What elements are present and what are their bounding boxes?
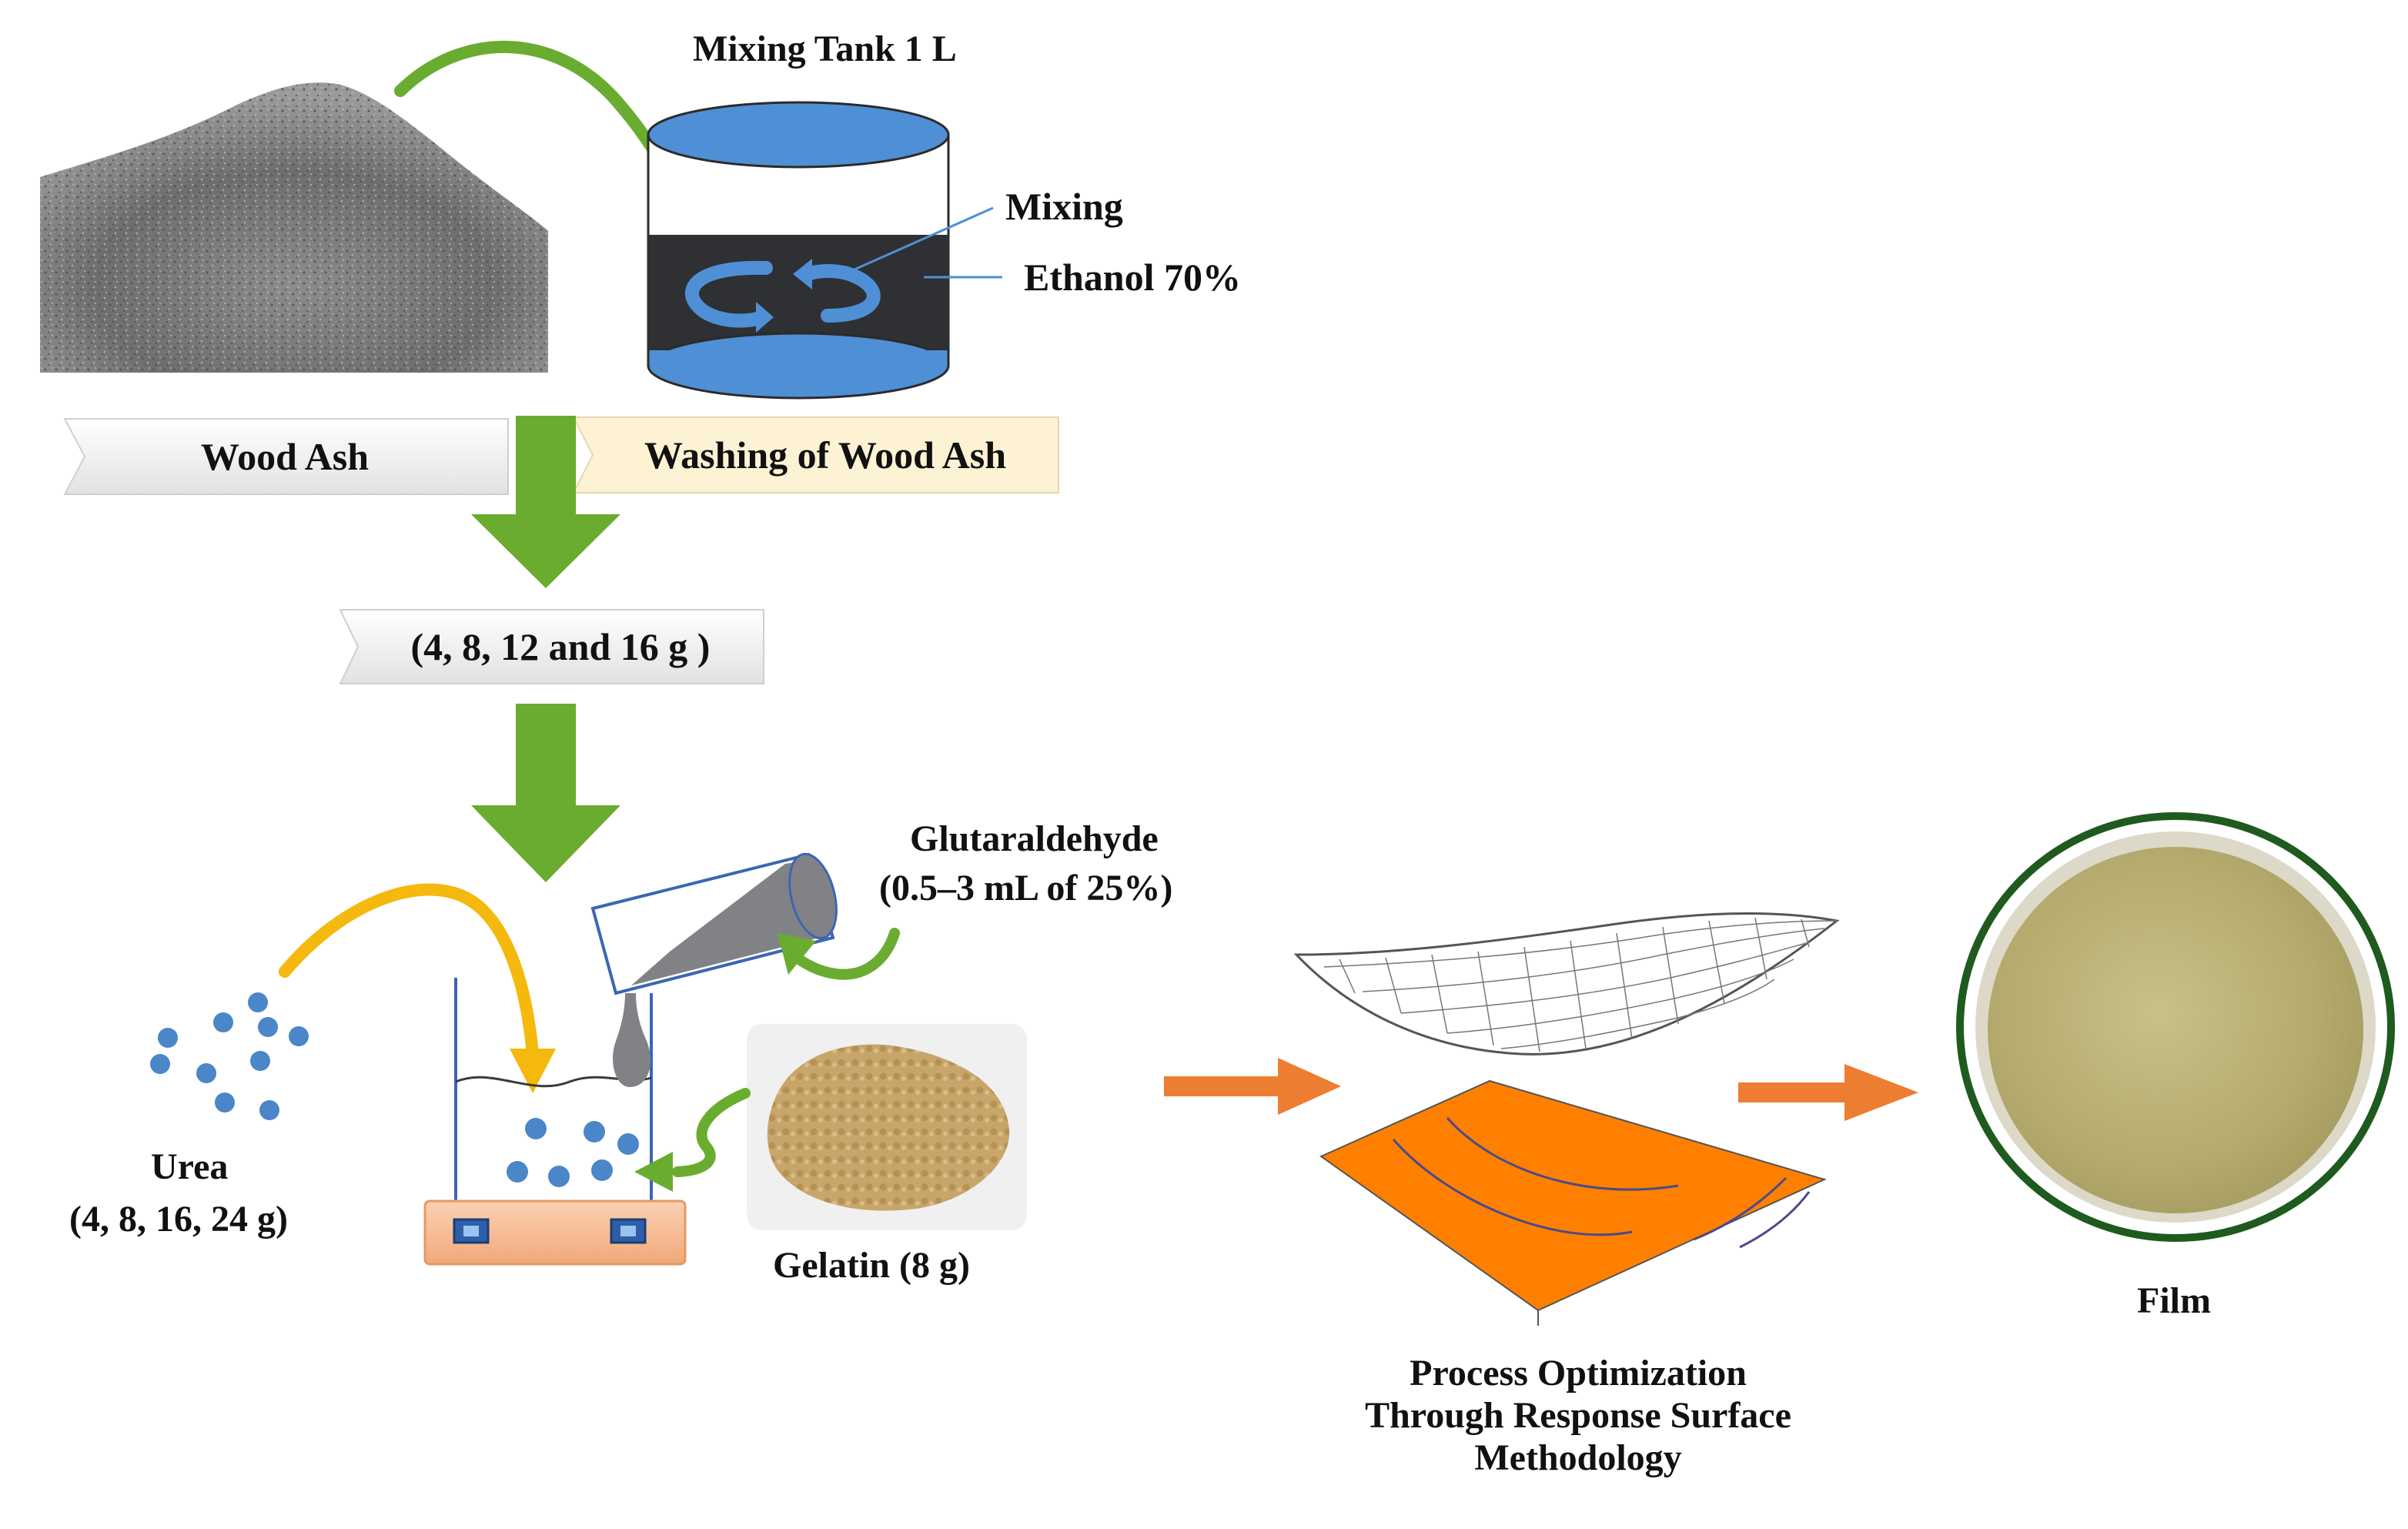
gelatin-label: Gelatin (8 g) xyxy=(773,1245,970,1286)
process-line-1: Process Optimization xyxy=(1410,1353,1747,1393)
green-curved-arrow-gelatin xyxy=(634,1088,751,1192)
urea-beads-icon xyxy=(150,992,309,1120)
petri-dish-film-image xyxy=(1956,812,2395,1242)
gelatin-granules-image xyxy=(747,1024,1027,1230)
green-down-arrow-1 xyxy=(471,416,620,588)
washing-banner-shape xyxy=(572,417,1059,493)
ash-pile-image xyxy=(40,46,548,373)
washing-banner: Washing of Wood Ash xyxy=(644,433,1007,477)
process-line-2: Through Response Surface xyxy=(1365,1395,1791,1437)
urea-amounts-label: (4, 8, 16, 24 g) xyxy=(69,1199,288,1240)
hot-plate-icon xyxy=(423,1199,687,1266)
yellow-curved-arrow-urea xyxy=(279,883,556,1093)
ethanol-label: Ethanol 70% xyxy=(1024,256,1242,299)
response-surface-icon xyxy=(1293,912,1840,1326)
ash-amount-banner-shape xyxy=(339,609,764,684)
reaction-beaker-icon xyxy=(454,978,653,1201)
process-line-3: Methodology xyxy=(1474,1437,1682,1479)
mixing-tank-label: Mixing Tank 1 L xyxy=(693,28,957,69)
wood-ash-banner-shape xyxy=(63,418,509,495)
orange-arrow-1 xyxy=(1164,1058,1341,1115)
mixing-leader-line xyxy=(854,206,994,271)
green-curved-arrow-glutaraldehyde xyxy=(778,928,900,980)
ash-amount-banner: (4, 8, 12 and 16 g ) xyxy=(410,625,711,668)
urea-label: Urea xyxy=(151,1146,229,1187)
mixing-label: Mixing xyxy=(1005,185,1123,228)
glutaraldehyde-label: Glutaraldehyde xyxy=(910,818,1159,859)
glutaraldehyde-amount-label: (0.5–3 mL of 25%) xyxy=(879,868,1173,908)
orange-arrow-2 xyxy=(1738,1064,1918,1121)
process-optimization-label: Process Optimization Through Response Su… xyxy=(1278,1352,1878,1480)
pouring-beaker-icon xyxy=(590,852,838,1087)
stir-arrows-icon xyxy=(684,259,881,333)
green-down-arrow-2 xyxy=(471,704,620,882)
mixing-tank-icon xyxy=(647,101,950,400)
wood-ash-banner: Wood Ash xyxy=(200,435,370,478)
film-label: Film xyxy=(2137,1280,2211,1321)
